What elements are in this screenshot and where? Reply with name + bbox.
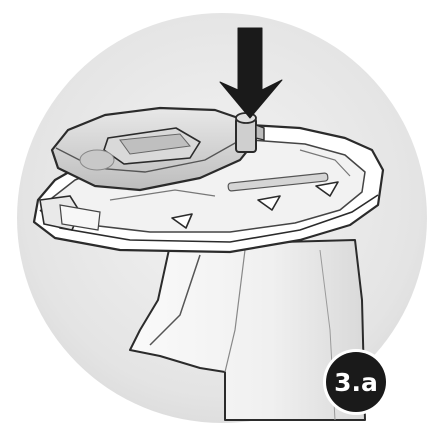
arrow-down-icon [219, 27, 283, 119]
step-label: 3.a [334, 368, 378, 397]
appliance-handle [129, 239, 366, 421]
appliance-lid [50, 106, 265, 192]
lid-logo-icon [79, 149, 115, 171]
step-badge: 3.a [323, 349, 389, 415]
